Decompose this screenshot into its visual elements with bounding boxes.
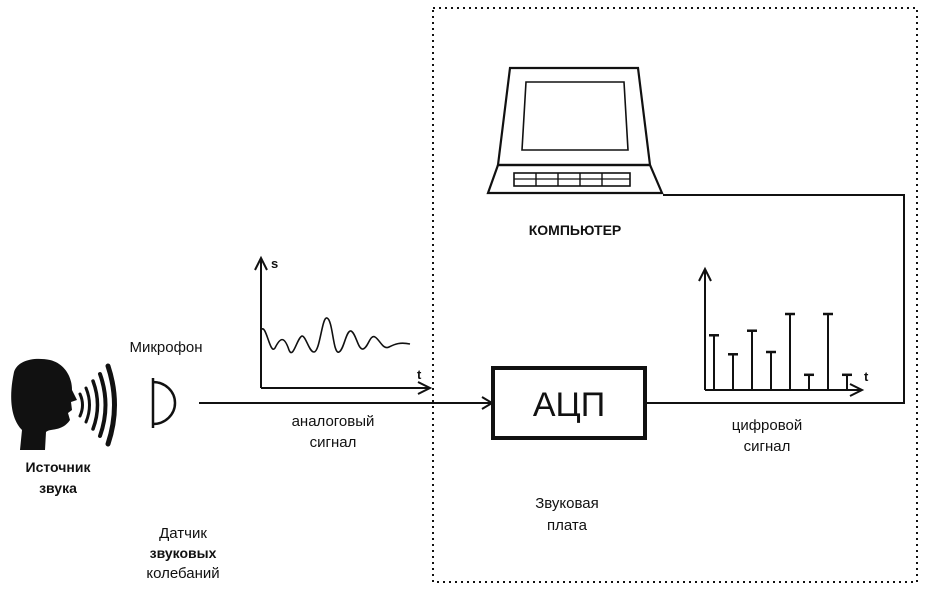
digital-chart: t — [698, 266, 869, 397]
sound-card-label-2: плата — [547, 517, 588, 534]
sound-card-label-1: Звуковая — [535, 495, 599, 512]
analog-x-axis-label: t — [417, 367, 422, 382]
adc-label: АЦП — [533, 386, 605, 424]
sound-waves-icon — [78, 363, 117, 447]
analog-waveform — [260, 317, 411, 354]
digital-signal-label-1: цифровой — [732, 417, 803, 434]
digital-x-arrowhead — [849, 383, 865, 397]
source-label-1: Источник — [26, 459, 92, 475]
sensor-label-1: Датчик — [159, 525, 207, 542]
microphone-icon — [151, 378, 177, 428]
microphone-label: Микрофон — [129, 339, 202, 356]
analog-chart: s t — [254, 255, 433, 395]
sound-card-boundary — [432, 7, 918, 583]
analog-x-arrowhead — [417, 381, 433, 395]
speaker-head-icon — [11, 358, 77, 450]
sensor-label-2: звуковых — [150, 545, 217, 561]
computer-label: КОМПЬЮТЕР — [529, 222, 622, 238]
adc-box — [491, 366, 647, 440]
sensor-label-3: колебаний — [146, 565, 219, 582]
analog-y-axis-label: s — [271, 256, 278, 271]
analog-signal-label-2: сигнал — [310, 434, 357, 451]
computer-icon — [486, 66, 664, 195]
source-label-2: звука — [39, 480, 77, 496]
digital-y-arrowhead — [698, 266, 712, 282]
digital-signal-label-2: сигнал — [744, 438, 791, 455]
analog-y-arrowhead — [254, 255, 268, 271]
analog-signal-label-1: аналоговый — [292, 413, 375, 430]
digital-x-axis-label: t — [864, 369, 869, 384]
digital-signal-line — [645, 194, 905, 404]
